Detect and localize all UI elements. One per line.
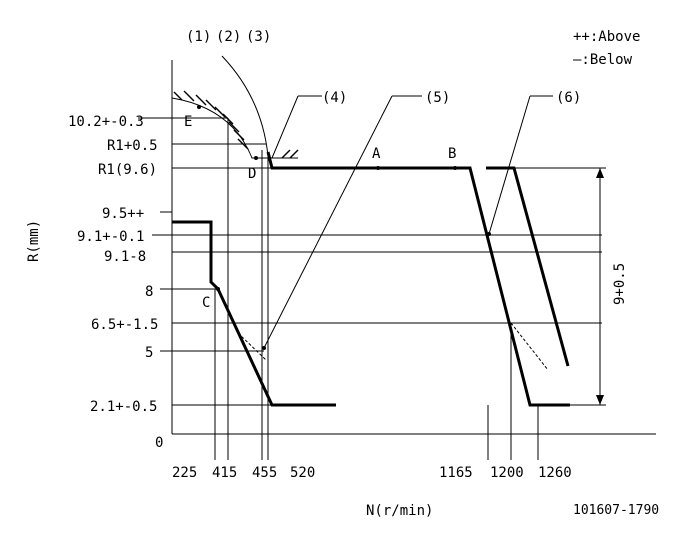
x-label-520: 520 xyxy=(290,465,315,481)
y-axis-label: R(mm) xyxy=(26,220,42,262)
x-label-1200: 1200 xyxy=(490,465,524,481)
y-label-10.2: 10.2+-0.3 xyxy=(68,114,144,130)
dimension-arrowhead-top xyxy=(596,168,604,178)
y-label-6.5: 6.5+-1.5 xyxy=(91,317,158,333)
upper-governor-line xyxy=(486,166,570,367)
x-axis-label: N(r/min) xyxy=(366,503,433,519)
point-c: C xyxy=(202,295,210,311)
leader-4-diag xyxy=(271,95,299,159)
point-5-marker xyxy=(262,346,266,350)
legend-below: —:Below xyxy=(573,52,633,68)
y-label-9.1-minus: 9.1-8 xyxy=(104,249,146,265)
y-label-8: 8 xyxy=(145,284,153,300)
point-a: A xyxy=(372,146,381,162)
leader-6-diag xyxy=(488,95,531,235)
callout-2: (2) xyxy=(216,29,241,45)
drawing-code: 101607-1790 xyxy=(573,503,659,518)
point-e-marker xyxy=(197,105,201,109)
callout-4: (4) xyxy=(322,90,347,106)
y-label-2.1: 2.1+-0.5 xyxy=(90,399,157,415)
callout-6: (6) xyxy=(556,90,581,106)
stopper-hatching xyxy=(173,90,299,159)
legend-above: ++:Above xyxy=(573,29,640,45)
dimension-label: 9+0.5 xyxy=(612,263,628,305)
point-d-marker xyxy=(254,156,258,160)
callout-3: (3) xyxy=(246,29,271,45)
stopper-arc xyxy=(221,55,269,157)
x-label-1165: 1165 xyxy=(439,465,473,481)
y-label-r1: R1(9.6) xyxy=(98,162,157,178)
x-label-455: 455 xyxy=(252,465,277,481)
y-label-5: 5 xyxy=(145,345,153,361)
point-a-marker xyxy=(376,166,380,170)
callout-1: (1) xyxy=(186,29,211,45)
x-label-1260: 1260 xyxy=(538,465,572,481)
origin-label: 0 xyxy=(155,435,163,451)
point-b: B xyxy=(448,146,456,162)
y-label-r1-plus: R1+0.5 xyxy=(107,138,158,154)
characteristic-curve xyxy=(172,220,336,407)
callout-5: (5) xyxy=(425,90,450,106)
y-label-9.1-pm: 9.1+-0.1 xyxy=(77,229,144,245)
stopper-boundary xyxy=(171,97,298,159)
full-load-line xyxy=(266,151,570,407)
x-label-415: 415 xyxy=(212,465,237,481)
point-d: D xyxy=(248,166,256,182)
point-e: E xyxy=(184,114,192,130)
leader-5-diag xyxy=(263,95,393,349)
dash-low xyxy=(237,332,267,361)
point-b-marker xyxy=(453,166,457,170)
point-c-marker xyxy=(216,287,220,291)
point-6-marker xyxy=(487,232,491,236)
x-label-225: 225 xyxy=(172,465,197,481)
dimension-arrowhead-bottom xyxy=(596,395,604,405)
y-label-9.5: 9.5++ xyxy=(102,206,144,222)
